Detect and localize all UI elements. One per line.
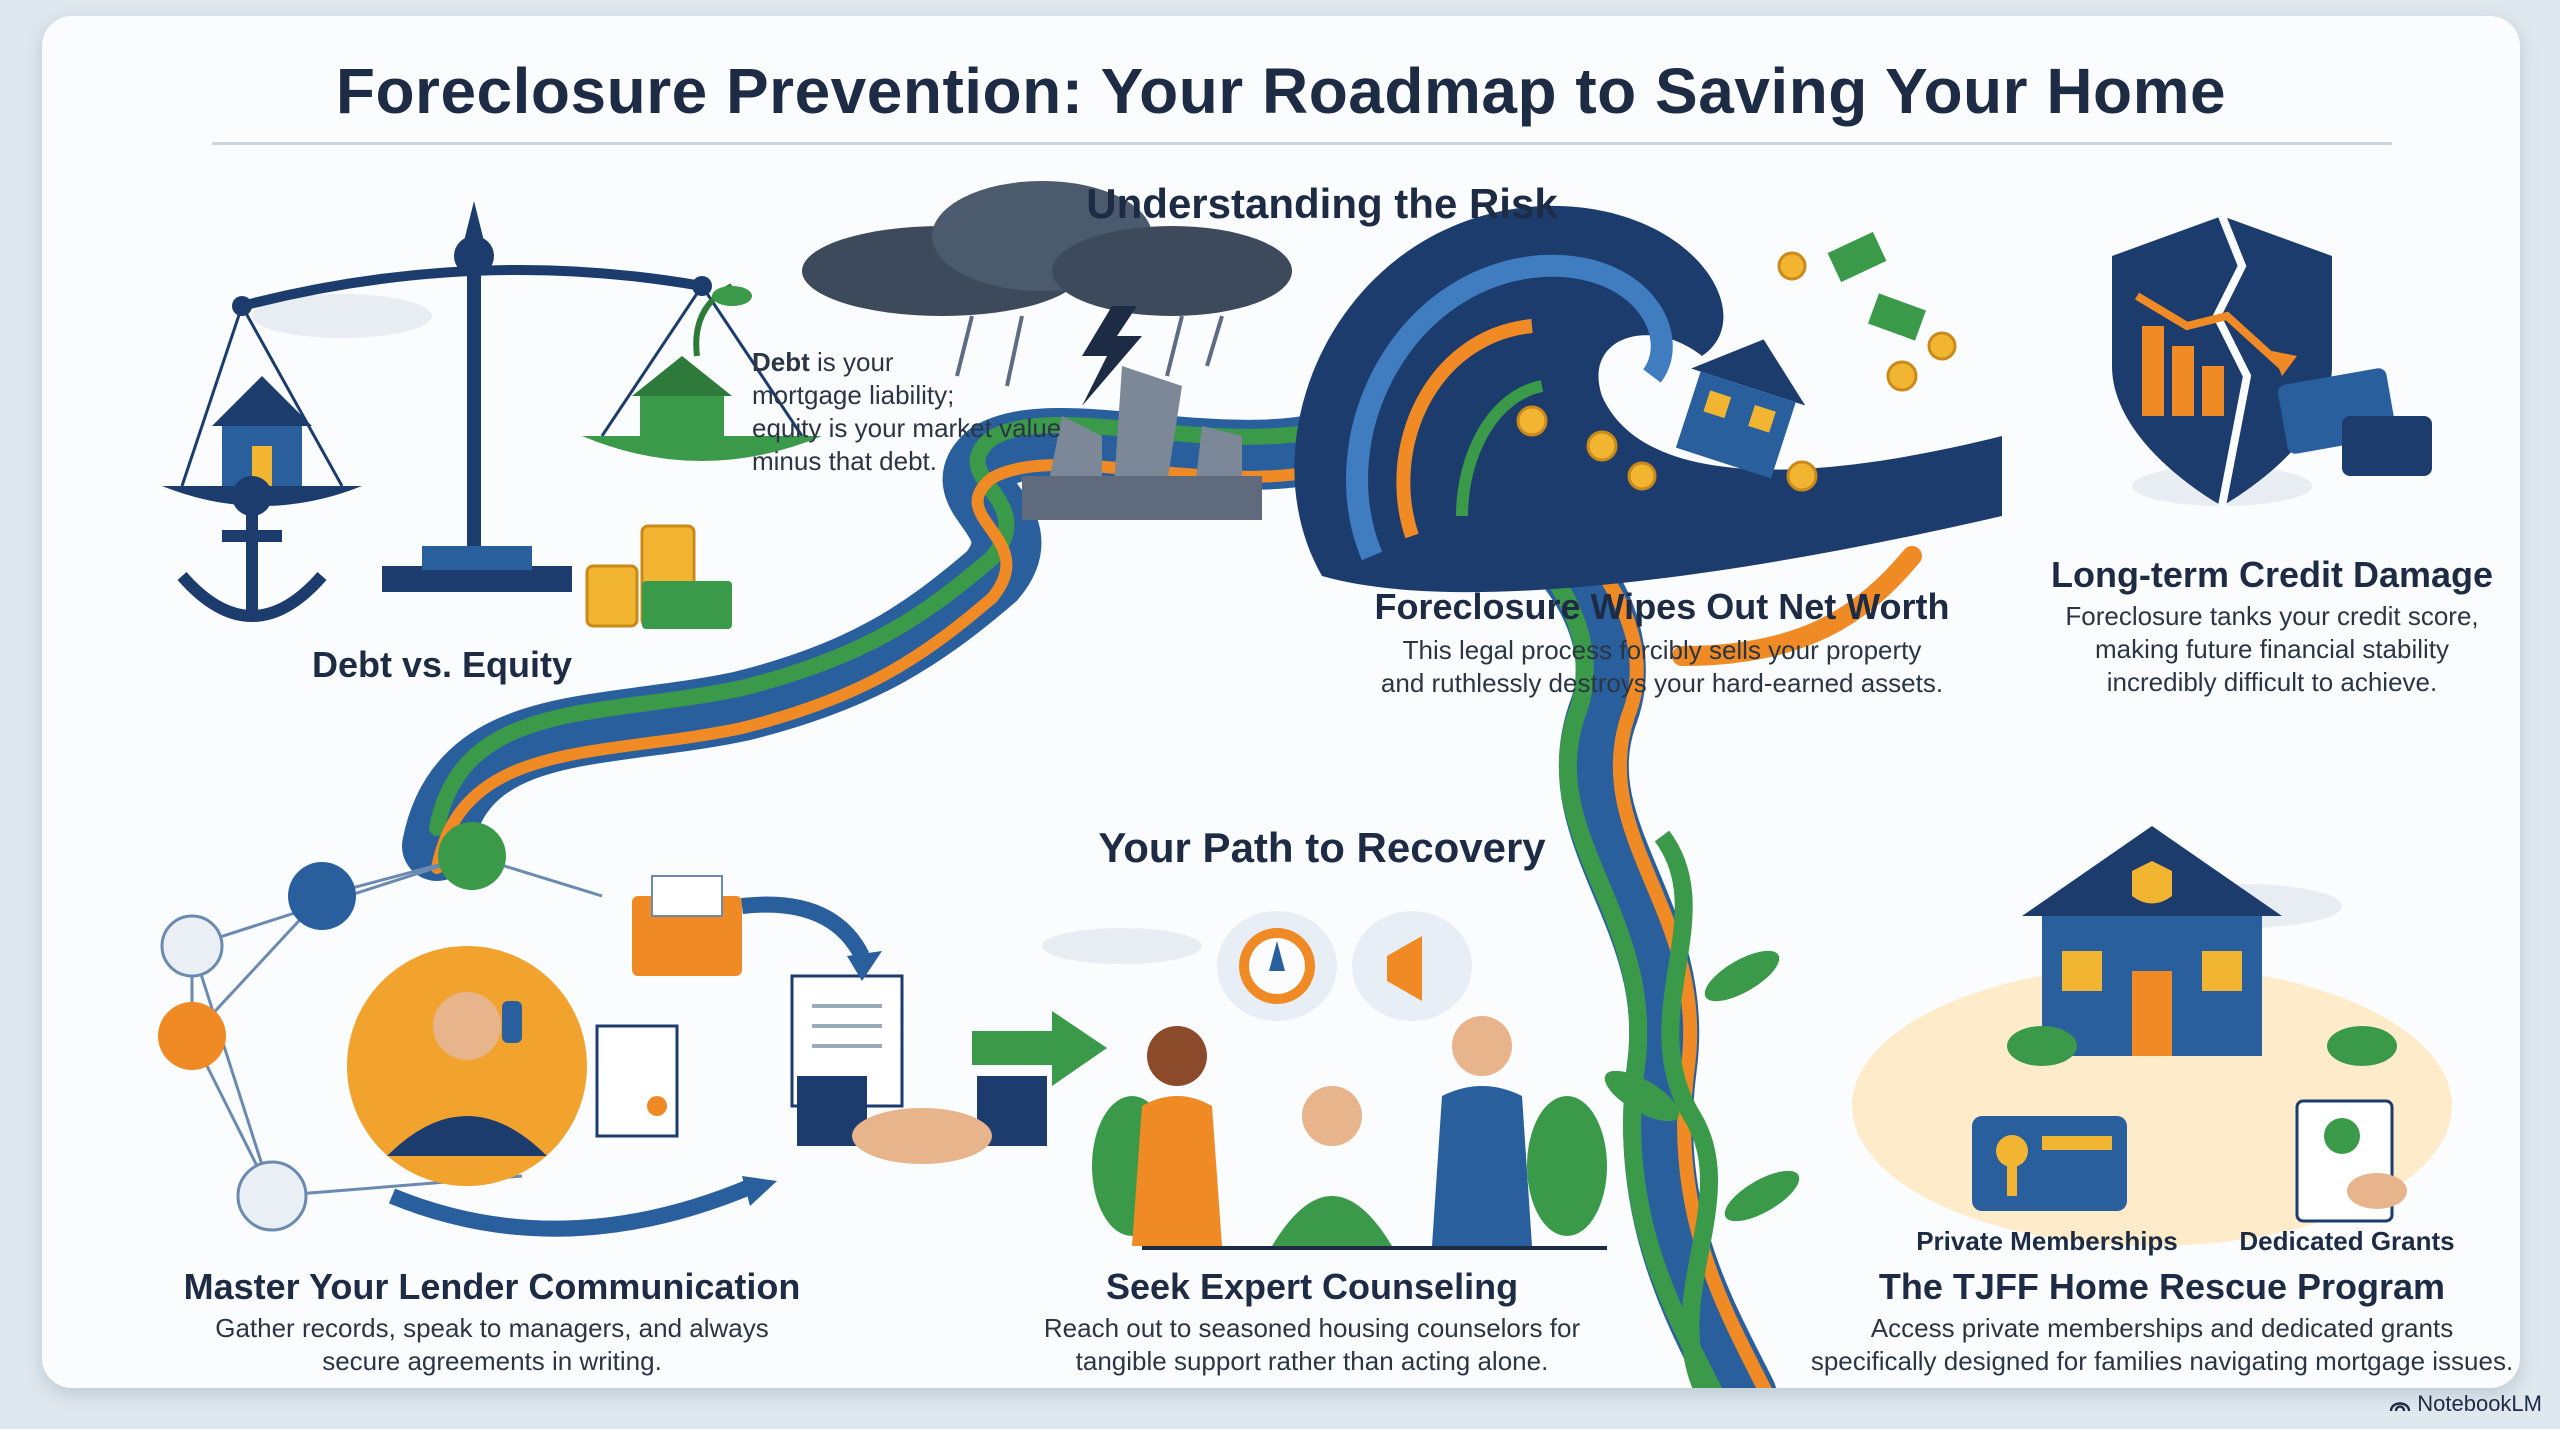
cash-icon [642, 581, 732, 629]
coins [1516, 251, 1957, 492]
wave-illustration [1294, 205, 2002, 593]
recovery-section-heading: Your Path to Recovery [1098, 824, 1546, 871]
lender-line2: secure agreements in writing. [322, 1346, 662, 1376]
handshake-illustration [797, 1011, 1107, 1164]
credit-damage-line3: incredibly difficult to achieve. [2106, 667, 2438, 697]
debt-definition: Debt is your mortgage liability; equity … [752, 346, 1112, 478]
credit-damage-line2: making future financial stability [2094, 634, 2450, 664]
illustration-layer [158, 181, 2452, 1388]
wipe-out-text: This legal process forcibly sells your p… [1262, 634, 2062, 700]
infographic-card: Foreclosure Prevention: Your Roadmap to … [42, 16, 2520, 1388]
debt-term: Debt [752, 347, 810, 377]
page-title: Foreclosure Prevention: Your Roadmap to … [335, 55, 2227, 127]
brand-watermark: NotebookLM [2389, 1391, 2542, 1417]
house-in-wave [1675, 339, 1806, 479]
money-bills [1827, 231, 1926, 341]
storm-cloud [802, 181, 1292, 406]
debt-definition-rest: is your [809, 347, 894, 377]
brand-name: NotebookLM [2417, 1391, 2542, 1416]
counseling-text: Reach out to seasoned housing counselors… [972, 1312, 1652, 1378]
tjff-program-heading: The TJFF Home Rescue Program [1878, 1266, 2446, 1307]
documents-illustration [388, 875, 904, 1237]
ruined-buildings [1022, 366, 1262, 520]
wipe-out-heading: Foreclosure Wipes Out Net Worth [1374, 586, 1950, 627]
grant-document-icon [2295, 1099, 2407, 1223]
counseling-line2: tangible support rather than acting alon… [1075, 1346, 1549, 1376]
debt-definition-line2: mortgage liability; [752, 380, 955, 410]
counseling-heading: Seek Expert Counseling [1105, 1266, 1519, 1307]
credit-damage-line1: Foreclosure tanks your credit score, [2065, 601, 2479, 631]
anchor-icon [177, 476, 327, 622]
wipe-out-line2: and ruthlessly destroys your hard-earned… [1380, 668, 1944, 698]
counseling-illustration [1092, 911, 1607, 1250]
debt-definition-line4: minus that debt. [752, 446, 937, 476]
debt-definition-line1: Debt is your [752, 346, 1112, 379]
private-memberships-label: Private Memberships [1916, 1226, 2178, 1256]
risk-section-heading: Understanding the Risk [1086, 180, 1558, 227]
balance-scale-illustration [162, 201, 822, 629]
contact-network [158, 822, 603, 1232]
shield-chart-illustration [2112, 214, 2432, 507]
protected-house-illustration [1852, 826, 2452, 1246]
dedicated-grants-label: Dedicated Grants [2239, 1226, 2455, 1256]
tjff-program-text: Access private memberships and dedicated… [1802, 1312, 2520, 1378]
tjff-line2: specifically designed for families navig… [1810, 1346, 2514, 1376]
tjff-line1: Access private memberships and dedicated… [1870, 1313, 2454, 1343]
lender-text: Gather records, speak to managers, and a… [142, 1312, 842, 1378]
debt-definition-line3: equity is your market value [752, 413, 1062, 443]
wipe-out-line1: This legal process forcibly sells your p… [1402, 635, 1922, 665]
growth-vine [1604, 830, 1800, 1388]
debt-equity-label: Debt vs. Equity [311, 644, 573, 685]
lender-heading: Master Your Lender Communication [183, 1266, 801, 1307]
lender-line1: Gather records, speak to managers, and a… [215, 1313, 769, 1343]
counseling-line1: Reach out to seasoned housing counselors… [1043, 1313, 1581, 1343]
notebooklm-logo-icon [2390, 1402, 2411, 1412]
title-divider [212, 142, 2392, 145]
credit-damage-text: Foreclosure tanks your credit score, mak… [1972, 600, 2520, 699]
membership-card-icon [1972, 1116, 2127, 1211]
credit-damage-heading: Long-term Credit Damage [2050, 554, 2494, 595]
